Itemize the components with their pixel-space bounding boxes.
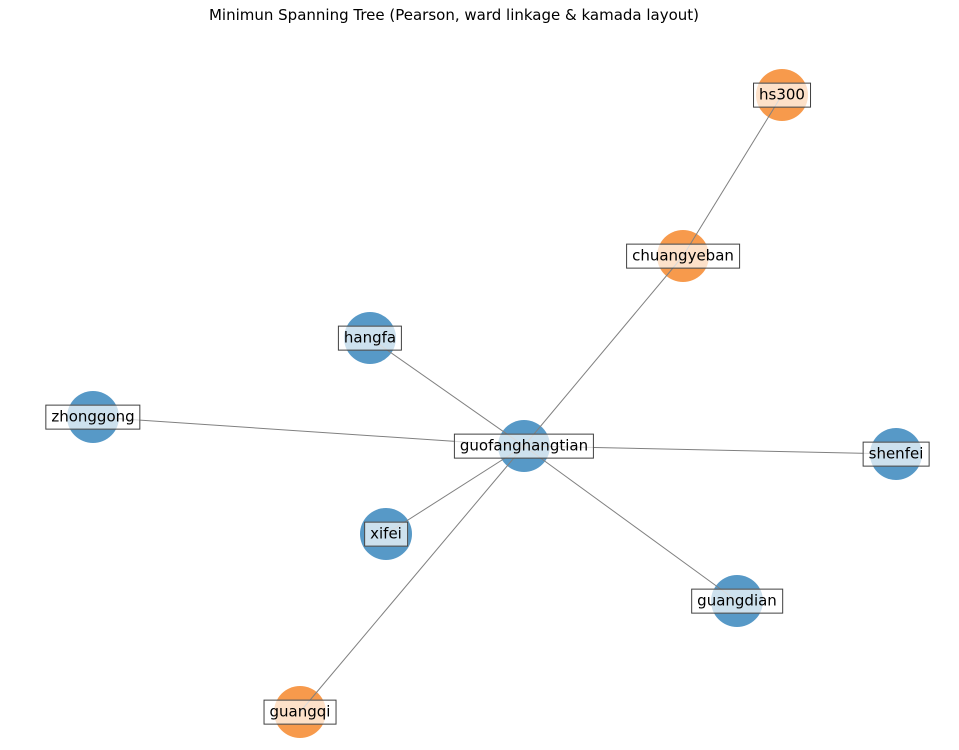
graph-edge-guofanghangtian-xifei bbox=[385, 445, 525, 535]
graph-edge-guofanghangtian-guangqi bbox=[299, 445, 525, 713]
graph-edge-chuangyeban-hs300 bbox=[682, 94, 783, 257]
graph-edge-guofanghangtian-hangfa bbox=[369, 337, 525, 447]
graph-edge-guofanghangtian-zhonggong bbox=[92, 416, 525, 447]
graph-edge-guofanghangtian-shenfei bbox=[523, 445, 897, 455]
graph-edge-guofanghangtian-guangdian bbox=[523, 445, 738, 602]
chart-title: Minimun Spanning Tree (Pearson, ward lin… bbox=[208, 6, 700, 24]
graph-edge-guofanghangtian-chuangyeban bbox=[523, 255, 684, 447]
